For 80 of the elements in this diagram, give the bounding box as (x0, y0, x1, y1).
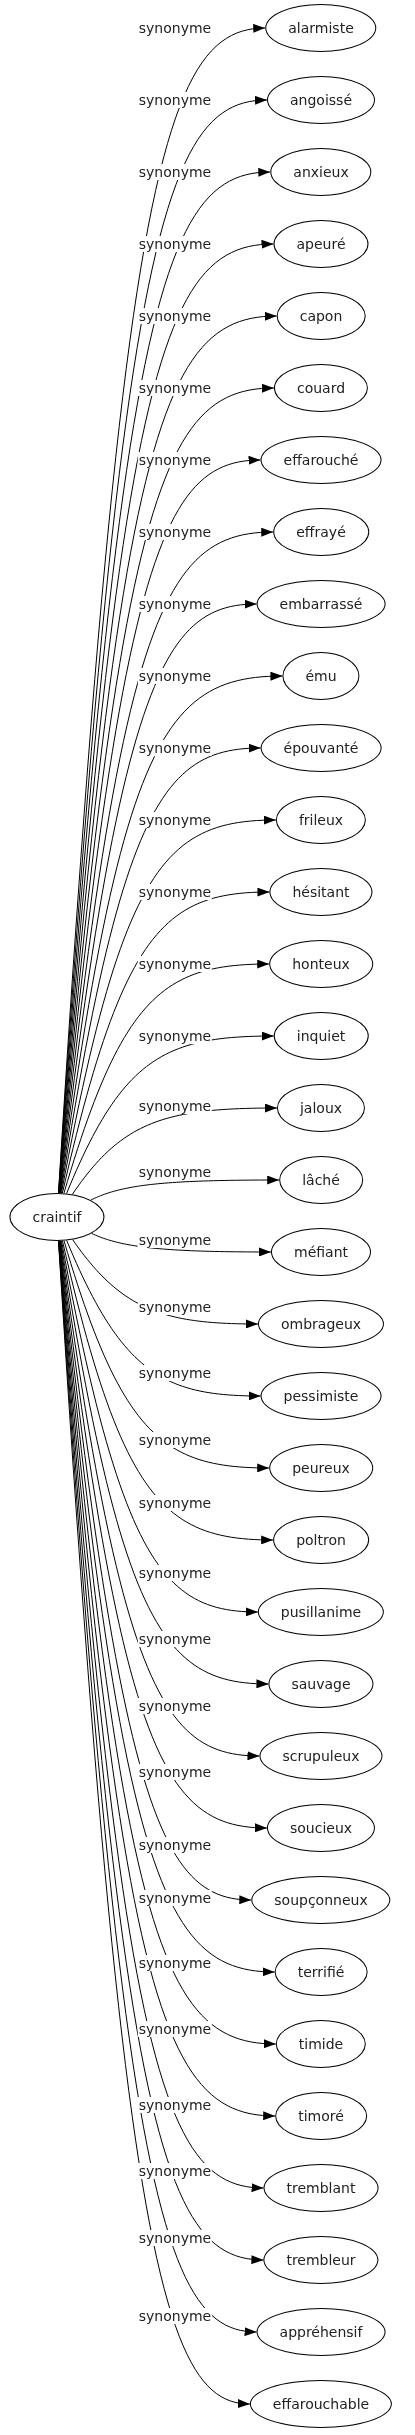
word-ellipse: frileux (275, 796, 367, 844)
edge-label: synonyme (137, 92, 213, 108)
edge-label: synonyme (137, 1631, 213, 1648)
arrow (63, 959, 270, 1194)
word-ellipse: poltron (273, 1516, 369, 1564)
arrow (66, 1240, 262, 1401)
edge-label: synonyme (137, 740, 213, 756)
arrow (60, 743, 262, 1194)
word-ellipse: trembleur (263, 2236, 379, 2284)
word-ellipse: ému (282, 652, 360, 700)
arrow (90, 1175, 280, 1201)
word-ellipse: pessimiste (260, 1372, 382, 1420)
word-ellipse: ombrageux (257, 1300, 385, 1348)
edge-label: synonyme (137, 524, 213, 540)
edge-label: synonyme (137, 2307, 213, 2324)
word-ellipse: hésitant (269, 868, 373, 916)
word-ellipse: embarrassé (256, 580, 386, 628)
word-ellipse: jaloux (276, 1084, 366, 1132)
word-ellipse: méfiant (271, 1228, 371, 1276)
edge-label: synonyme (137, 2096, 213, 2113)
word-ellipse: apeuré (273, 220, 369, 268)
edge-label: synonyme (137, 380, 213, 396)
arrow (60, 815, 277, 1194)
edge-label: synonyme (137, 596, 213, 612)
edge-label: synonyme (137, 668, 213, 684)
word-ellipse: scrupuleux (259, 1732, 383, 1780)
edge-label: synonyme (137, 1837, 213, 1854)
word-ellipse: craintif (9, 1193, 105, 1241)
word-ellipse: capon (276, 292, 366, 340)
edge-label: synonyme (137, 1889, 213, 1906)
arrow (66, 1031, 275, 1194)
edge-label: synonyme (137, 1697, 213, 1714)
word-ellipse: peureux (269, 1444, 373, 1492)
edge-label: synonyme (137, 2021, 213, 2037)
word-ellipse: timoré (275, 2092, 367, 2140)
arrow (61, 887, 270, 1194)
word-ellipse: appréhensif (256, 2308, 386, 2356)
arrow (71, 1103, 278, 1195)
word-ellipse: épouvanté (260, 724, 382, 772)
edge-label: synonyme (137, 164, 213, 180)
arrow (59, 1240, 260, 1761)
word-ellipse: soucieux (266, 1804, 376, 1852)
arrow (59, 599, 258, 1194)
word-ellipse: timide (275, 2020, 367, 2068)
edge-label: synonyme (137, 1431, 213, 1448)
edge-label: synonyme (137, 1564, 213, 1581)
arrow (61, 1240, 274, 1545)
arrow (59, 1240, 268, 1833)
arrow (60, 1240, 259, 1617)
word-ellipse: pusillanime (257, 1588, 385, 1636)
word-ellipse: lâché (279, 1156, 363, 1204)
edge-label: synonyme (137, 1495, 213, 1512)
edge-label: synonyme (137, 956, 213, 972)
word-ellipse: honteux (269, 940, 373, 988)
edge-label: synonyme (137, 1955, 213, 1972)
word-ellipse: couard (273, 364, 369, 412)
arrow (60, 1240, 269, 1689)
word-ellipse: effarouché (260, 436, 382, 484)
word-ellipse: anxieux (270, 148, 372, 196)
edge-label: synonyme (137, 308, 213, 324)
word-ellipse: sauvage (268, 1660, 374, 1708)
edge-label: synonyme (137, 884, 213, 900)
word-ellipse: inquiet (273, 1012, 369, 1060)
edge-label: synonyme (137, 812, 213, 828)
word-ellipse: alarmiste (265, 4, 377, 52)
arrow (59, 671, 283, 1194)
edge-label: synonyme (137, 236, 213, 252)
word-ellipse: effrayé (273, 508, 369, 556)
edge-label: synonyme (137, 452, 213, 468)
word-ellipse: tremblant (263, 2164, 379, 2212)
edge-label: synonyme (137, 2229, 213, 2246)
edge-label: synonyme (137, 1764, 213, 1781)
edge-label: synonyme (137, 1365, 213, 1382)
word-ellipse: soupçonneux (251, 1876, 391, 1924)
word-ellipse: angoissé (267, 76, 375, 124)
arrow (63, 1240, 270, 1473)
arrow (91, 1232, 272, 1257)
word-ellipse: terrifié (274, 1948, 368, 1996)
word-ellipse: effarouchable (249, 2380, 393, 2428)
edge-label: synonyme (137, 2163, 213, 2180)
